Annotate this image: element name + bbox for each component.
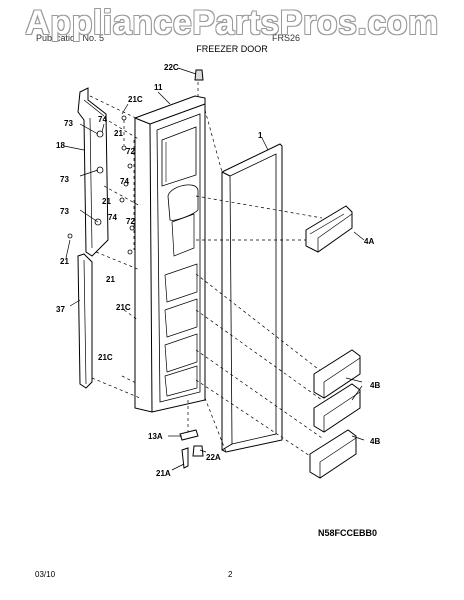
callout-1: 1 [258,131,263,140]
publication-label: Publication No. 5 [36,33,105,43]
callout-4a: 4A [364,237,374,246]
diagram-title: FREEZER DOOR [196,44,268,54]
callout-18: 18 [56,141,65,150]
callout-73: 73 [64,119,73,128]
callout-21c: 21C [98,353,113,362]
callout-74: 74 [108,213,117,222]
door-bin-4a [305,205,353,253]
door-panel [134,95,206,413]
callout-72: 72 [126,147,135,156]
model-label: FRS26 [272,33,301,43]
callout-4b: 4B [370,381,380,390]
callout-22a: 22A [206,453,221,462]
callout-74: 74 [120,177,129,186]
door-bin-4b-upper [313,349,361,399]
screw-row [67,115,135,255]
callout-21: 21 [60,257,69,266]
diagram-code: N58FCCEBB0 [318,528,378,538]
callout-21a: 21A [156,469,171,478]
callout-73: 73 [60,175,69,184]
top-clip [194,69,204,81]
callout-11: 11 [154,83,163,92]
projection-lines [89,82,323,465]
callout-21c: 21C [116,303,131,312]
callout-21: 21 [114,129,123,138]
watermark-logo: AppliancePartsPros.com [25,4,439,42]
callout-13a: 13A [148,432,163,441]
callout-72: 72 [126,217,135,226]
leader-lines [63,67,365,471]
door-gasket [221,143,283,453]
callout-21: 21 [106,275,115,284]
callout-21: 21 [102,197,111,206]
callout-37: 37 [56,305,65,314]
revision-date: 03/10 [35,570,56,579]
door-bin-4b-middle [313,383,361,433]
door-bin-4b-lower [309,429,357,479]
callout-74: 74 [98,115,107,124]
callout-21c: 21C [128,95,143,104]
callout-22c: 22C [164,63,179,72]
lower-hinge [179,429,204,469]
door-trim [77,253,93,389]
page-number: 2 [228,570,233,579]
callout-73: 73 [60,207,69,216]
callout-4b: 4B [370,437,380,446]
